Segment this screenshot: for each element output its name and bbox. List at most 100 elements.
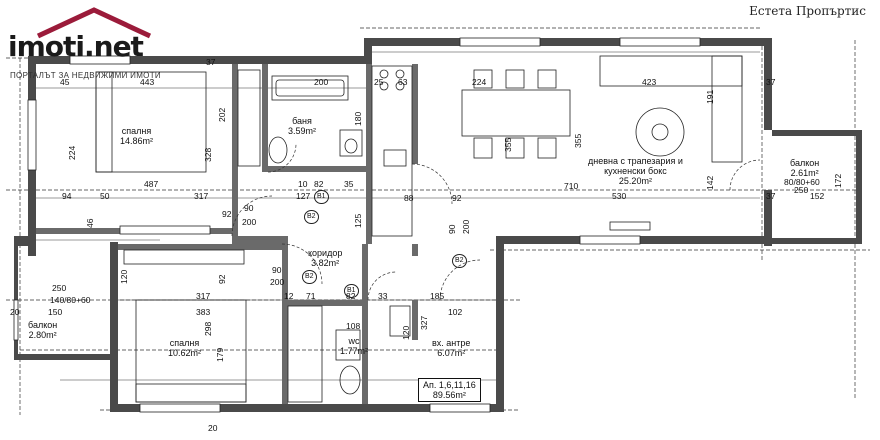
dim-383: 383 xyxy=(196,307,211,317)
dim-120-a: 120 xyxy=(119,269,129,284)
dim-63: 63 xyxy=(398,77,408,87)
dim-102: 102 xyxy=(448,307,463,317)
dim-12: 12 xyxy=(284,291,294,301)
dim-250-a: 250 xyxy=(794,185,809,195)
dim-82-b: 82 xyxy=(314,179,324,189)
room-balcony-right-name: балкон xyxy=(790,158,820,168)
dim-37-a: 37 xyxy=(206,57,216,67)
room-living-area: 25.20m² xyxy=(618,176,652,186)
room-entrance-area: 6.07m² xyxy=(437,348,466,358)
dim-191: 191 xyxy=(705,89,715,104)
room-bedroom2-name: спалня xyxy=(169,338,200,348)
dim-200-b: 200 xyxy=(270,277,285,287)
dim-92-a: 92 xyxy=(222,209,232,219)
dim-298: 298 xyxy=(203,321,213,336)
dim-35: 35 xyxy=(344,179,354,189)
dim-46: 46 xyxy=(85,218,95,228)
room-living: дневна с трапезария и кухненски бокс 25.… xyxy=(588,156,683,186)
room-balcony-right-area: 2.61m² xyxy=(790,168,819,178)
room-corridor-area: 3.82m² xyxy=(311,258,340,268)
room-wc-area: 1.77m² xyxy=(340,346,369,356)
room-balcony-left: балкон 2.80m² xyxy=(28,320,57,340)
dim-152: 152 xyxy=(810,191,825,201)
room-bedroom2-area: 10.62m² xyxy=(168,348,202,358)
dim-127: 127 xyxy=(296,191,311,201)
door-tag-b1-upper: B1 xyxy=(314,190,329,204)
room-balcony-right: балкон 2.61m² xyxy=(790,158,819,178)
dim-180: 180 xyxy=(353,111,363,126)
room-balcony-left-area: 2.80m² xyxy=(28,330,57,340)
dim-20-a: 20 xyxy=(10,307,20,317)
dim-202: 202 xyxy=(217,107,227,122)
brand-name: Естета Пропъртис xyxy=(749,4,866,18)
dim-200-c: 200 xyxy=(461,219,471,234)
dim-92-b: 92 xyxy=(452,193,462,203)
dim-179: 179 xyxy=(215,347,225,362)
dim-328: 328 xyxy=(203,147,213,162)
door-tag-b2-bedroom1: B2 xyxy=(304,210,319,224)
dim-80-80-60: 80/80+60 xyxy=(784,177,820,187)
dim-172: 172 xyxy=(833,173,843,188)
dim-94: 94 xyxy=(62,191,72,201)
dim-90-c: 90 xyxy=(447,224,457,234)
room-bedroom1-name: спалня xyxy=(121,126,152,136)
dim-37-b: 37 xyxy=(766,77,776,87)
dim-355-b: 355 xyxy=(573,133,583,148)
dim-45: 45 xyxy=(60,77,70,87)
room-bathroom-area: 3.59m² xyxy=(288,126,317,136)
dim-33: 33 xyxy=(378,291,388,301)
dim-423: 423 xyxy=(642,77,657,87)
dim-224-left: 224 xyxy=(67,145,77,160)
dim-250-b: 250 xyxy=(52,283,67,293)
dim-355-a: 355 xyxy=(503,137,513,152)
apartment-info-box: Ап. 1,6,11,16 89.56m² xyxy=(418,378,481,402)
door-tag-b2-corridor: B2 xyxy=(302,270,317,284)
dim-327: 327 xyxy=(419,315,429,330)
dim-710: 710 xyxy=(564,181,579,191)
dim-125: 125 xyxy=(353,213,363,228)
dim-443: 443 xyxy=(140,77,155,87)
dim-20-b: 20 xyxy=(208,423,218,433)
dim-317-a: 317 xyxy=(194,191,209,201)
room-living-name: дневна с трапезария и xyxy=(588,156,683,166)
dim-25: 25 xyxy=(374,77,384,87)
room-bedroom2: спалня 10.62m² xyxy=(168,338,201,358)
dim-10: 10 xyxy=(298,179,308,189)
dim-37-c: 37 xyxy=(766,191,776,201)
dim-317-b: 317 xyxy=(196,291,211,301)
room-balcony-left-name: балкон xyxy=(28,320,58,330)
dim-92-c: 92 xyxy=(217,274,227,284)
room-bedroom1: спалня 14.86m² xyxy=(120,126,153,146)
dim-140-80-60: 140/80+60 xyxy=(50,295,91,305)
dim-90-b: 90 xyxy=(272,265,282,275)
room-bathroom-name: баня xyxy=(292,116,312,126)
room-wc-name: wc xyxy=(348,336,360,346)
dim-200: 200 xyxy=(314,77,329,87)
logo-subtitle: ПОРТАЛЪТ ЗА НЕДВИЖИМИ ИМОТИ xyxy=(10,71,161,80)
dim-224-top: 224 xyxy=(472,77,487,87)
dim-200-a: 200 xyxy=(242,217,257,227)
room-entrance-name: вх. антре xyxy=(432,338,471,348)
room-bedroom1-area: 14.86m² xyxy=(120,136,154,146)
dim-185: 185 xyxy=(430,291,445,301)
room-bathroom: баня 3.59m² xyxy=(288,116,316,136)
door-tag-b1-lower: B1 xyxy=(344,284,359,298)
dim-150: 150 xyxy=(48,307,63,317)
apartment-area: 89.56m² xyxy=(432,390,466,400)
room-wc: wc 1.77m² xyxy=(340,336,368,356)
room-corridor: коридор 3.82m² xyxy=(308,248,342,268)
dim-88: 88 xyxy=(404,193,414,203)
dim-50: 50 xyxy=(100,191,110,201)
dim-530: 530 xyxy=(612,191,627,201)
dim-71: 71 xyxy=(306,291,316,301)
dim-90-a: 90 xyxy=(244,203,254,213)
dim-487: 487 xyxy=(144,179,159,189)
dim-142: 142 xyxy=(705,175,715,190)
apartment-number: Ап. 1,6,11,16 xyxy=(423,380,476,390)
imoti-logo xyxy=(36,7,152,39)
dim-120-b: 120 xyxy=(401,325,411,340)
door-tag-b2-entrance: B2 xyxy=(452,254,467,268)
room-entrance: вх. антре 6.07m² xyxy=(432,338,470,358)
dim-108: 108 xyxy=(346,321,361,331)
